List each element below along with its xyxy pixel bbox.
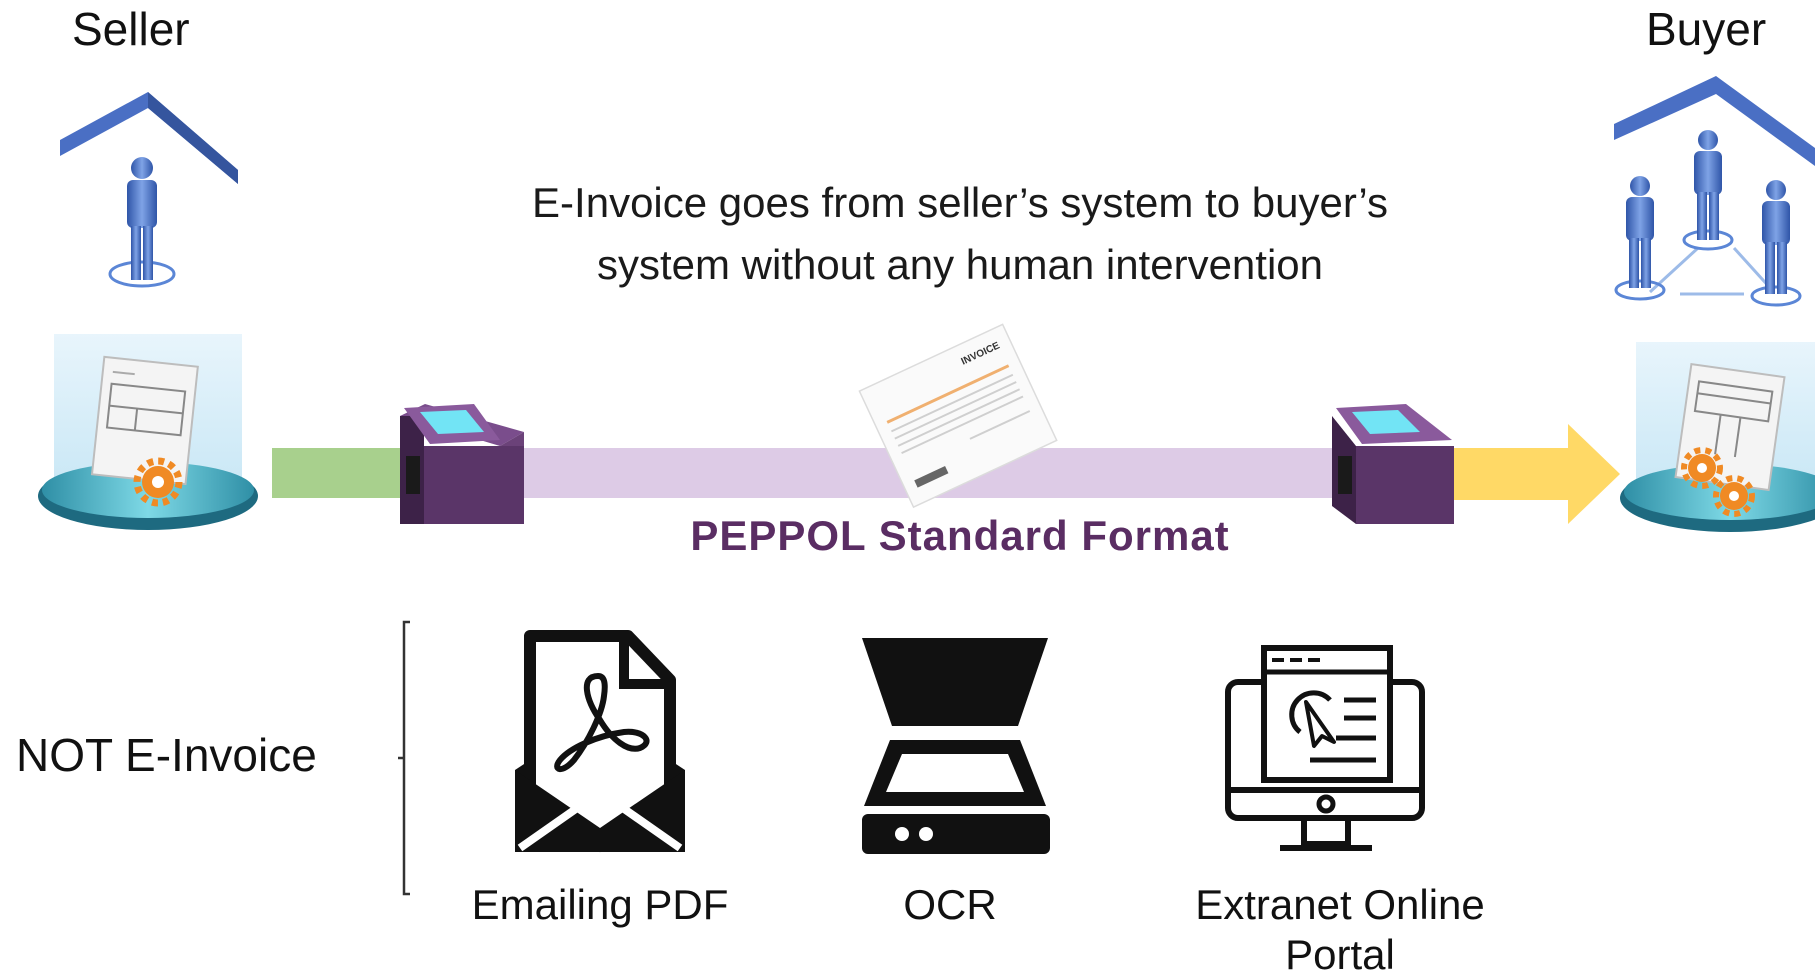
caption-line-1: E-Invoice goes from seller’s system to b…	[532, 179, 1388, 226]
ocr-label: OCR	[903, 881, 997, 928]
invoice-document-icon: INVOICE	[858, 323, 1058, 509]
not-einvoice-label: NOT E-Invoice	[16, 729, 317, 781]
buyer-system-icon	[1620, 342, 1815, 532]
buyer-gear-icon	[1681, 447, 1755, 517]
seller-person-icon	[108, 157, 176, 288]
access-point-seller-icon	[400, 404, 524, 524]
seller-title: Seller	[72, 3, 190, 55]
buyer-house-icon	[1614, 76, 1815, 307]
buyer-title: Buyer	[1646, 3, 1767, 55]
emailing-pdf-label: Emailing PDF	[471, 881, 729, 928]
seller-output-bar	[272, 448, 412, 498]
caption-line-2: system without any human intervention	[596, 241, 1324, 288]
buyer-input-arrow	[1450, 424, 1620, 524]
not-einvoice-bracket	[398, 620, 410, 896]
flow-caption: E-Invoice goes from seller’s system to b…	[430, 172, 1490, 296]
peppol-format-label: PEPPOL Standard Format	[690, 512, 1230, 559]
extranet-portal-label: Extranet Online Portal	[1195, 881, 1485, 978]
seller-house-icon	[60, 92, 238, 288]
seller-gear-icon	[133, 457, 183, 507]
seller-system-icon	[38, 334, 258, 530]
web-portal-icon	[1225, 645, 1425, 851]
access-point-buyer-icon	[1332, 404, 1454, 524]
scanner-icon	[862, 638, 1050, 854]
pdf-email-icon	[515, 630, 685, 852]
buyer-people-icon	[1614, 130, 1802, 307]
